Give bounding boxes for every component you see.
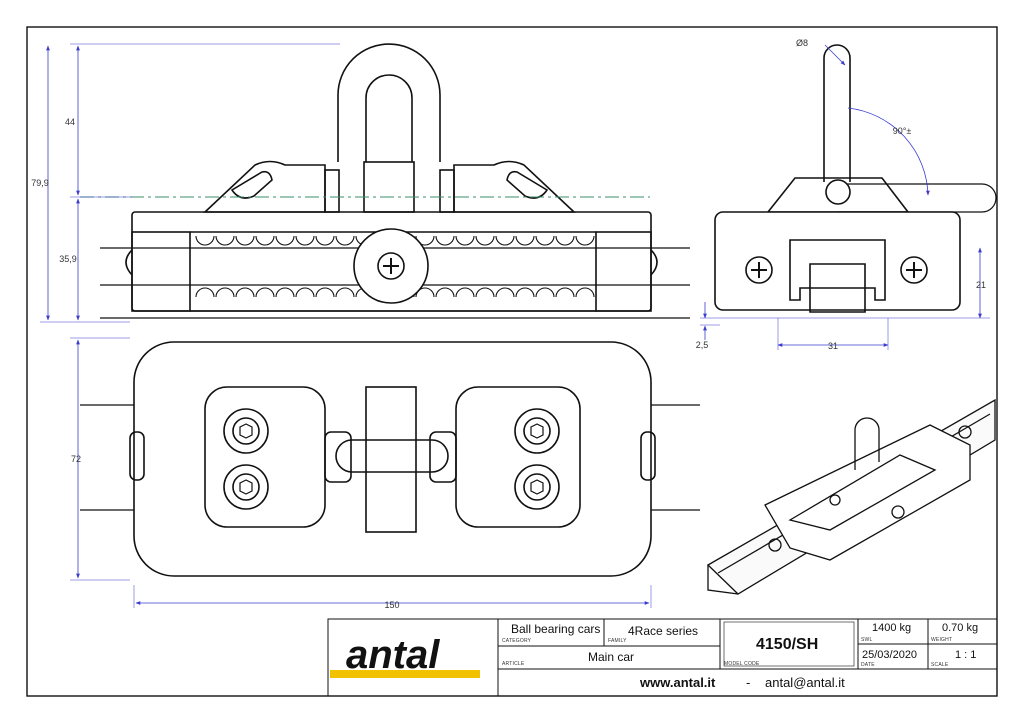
ball-bearing xyxy=(335,287,355,298)
top-view xyxy=(80,341,700,577)
shackle xyxy=(324,43,455,213)
ball-bearing xyxy=(555,287,575,298)
dim-diameter-8: Ø8 xyxy=(796,38,808,48)
dim-21: 21 xyxy=(976,280,986,290)
top-view-dimensions xyxy=(70,337,652,608)
logo-stripe xyxy=(330,670,480,678)
dim-79-9: 79,9 xyxy=(31,178,49,188)
side-view-dimensions xyxy=(700,44,990,350)
ball-bearing xyxy=(195,287,215,298)
ball-bearing xyxy=(435,287,455,298)
category-caption: CATEGORY xyxy=(502,638,532,644)
dim-2-5: 2,5 xyxy=(696,340,709,350)
ball-bearing xyxy=(555,235,575,246)
ball-bearing xyxy=(575,287,595,298)
iso-shackle xyxy=(854,417,880,470)
ball-bearing xyxy=(455,287,475,298)
ball-bearing xyxy=(515,235,535,246)
front-view xyxy=(100,43,690,319)
top-body xyxy=(133,341,652,577)
front-view-dimensions xyxy=(40,43,340,323)
side-view xyxy=(714,44,997,313)
title-block-frame xyxy=(327,618,998,697)
ball-bearing xyxy=(455,235,475,246)
model-code-caption: MODEL CODE xyxy=(724,661,760,667)
family-caption: FAMILY xyxy=(608,638,627,644)
swl-value: 1400 kg xyxy=(872,622,912,634)
ball-bearing xyxy=(535,235,555,246)
ball-bearing xyxy=(195,235,215,246)
website-link[interactable]: www.antal.it xyxy=(640,675,716,690)
dim-35-9: 35,9 xyxy=(59,254,77,264)
model-code-value: 4150/SH xyxy=(756,636,819,653)
ball-bearing xyxy=(235,235,255,246)
ball-bearing xyxy=(295,235,315,246)
ball-bearing xyxy=(495,287,515,298)
ball-bearing xyxy=(275,287,295,298)
ball-bearing xyxy=(315,235,335,246)
ball-bearing xyxy=(215,235,235,246)
ball-bearing xyxy=(475,235,495,246)
swl-caption: SWL xyxy=(861,637,873,643)
right-cam-block xyxy=(453,160,577,213)
ball-bearing-rows xyxy=(195,235,595,298)
email-link[interactable]: antal@antal.it xyxy=(765,675,845,690)
side-body xyxy=(714,211,961,311)
ball-bearing xyxy=(495,235,515,246)
ball-bearing xyxy=(275,235,295,246)
ball-bearing xyxy=(315,287,335,298)
antal-logo: antal xyxy=(346,633,440,677)
ball-bearing xyxy=(255,235,275,246)
pin-rotated xyxy=(838,183,997,213)
article-value: Main car xyxy=(588,650,635,664)
ball-bearing xyxy=(235,287,255,298)
ball-bearing xyxy=(515,287,535,298)
ball-bearing xyxy=(535,287,555,298)
dim-angle-90: 90°± xyxy=(893,126,912,136)
ball-bearing xyxy=(575,235,595,246)
ball-bearing xyxy=(215,287,235,298)
left-cam-block xyxy=(202,160,326,213)
ball-bearing xyxy=(335,235,355,246)
dim-72: 72 xyxy=(71,454,81,464)
family-value: 4Race series xyxy=(628,624,699,638)
article-caption: ARTICLE xyxy=(502,661,525,667)
date-caption: DATE xyxy=(861,662,875,668)
scale-caption: SCALE xyxy=(931,662,949,668)
dim-31: 31 xyxy=(828,341,838,351)
dim-150: 150 xyxy=(384,600,399,610)
category-value: Ball bearing cars xyxy=(511,622,601,636)
ball-bearing xyxy=(435,235,455,246)
iso-body xyxy=(764,424,971,561)
ball-bearing xyxy=(415,287,435,298)
date-value: 25/03/2020 xyxy=(862,649,918,661)
dim-44: 44 xyxy=(65,117,75,127)
weight-caption: WEIGHT xyxy=(931,637,953,643)
isometric-view xyxy=(706,398,996,595)
ball-bearing xyxy=(475,287,495,298)
ball-bearing xyxy=(255,287,275,298)
weight-value: 0.70 kg xyxy=(942,622,979,634)
ball-bearing xyxy=(295,287,315,298)
pin xyxy=(823,44,851,182)
footer-separator: - xyxy=(746,675,751,690)
scale-value: 1 : 1 xyxy=(955,649,977,661)
